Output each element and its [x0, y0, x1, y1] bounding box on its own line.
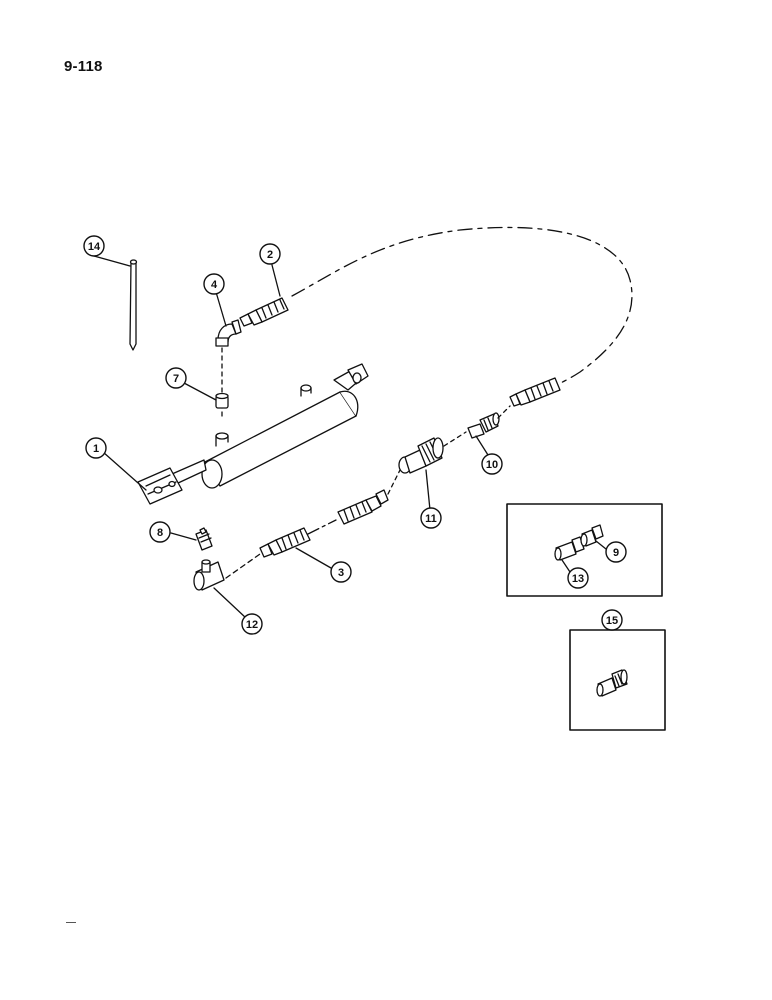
nut-fitting-shape [580, 524, 604, 547]
callout-11-label: 11 [425, 513, 437, 525]
callout-12: 12 [241, 613, 263, 635]
hose-long-line [291, 226, 633, 393]
tee-fitting-shape [193, 559, 225, 591]
adapter-shape [195, 527, 213, 551]
inset-box-adapter-alternate [569, 629, 666, 731]
callout-8-label: 8 [157, 527, 163, 539]
callout-11: 11 [420, 507, 442, 529]
cylinder-body [137, 363, 369, 505]
hose-long-end-fitting-upper [239, 297, 289, 327]
callout-15-label: 15 [606, 615, 618, 627]
callout-15: 15 [601, 609, 623, 631]
callout-7: 7 [165, 367, 187, 389]
callout-10-label: 10 [486, 459, 498, 471]
callout-1-label: 1 [93, 443, 99, 455]
restrictor-shape [215, 392, 229, 409]
callout-10: 10 [481, 453, 503, 475]
hose-short-shape [259, 489, 389, 558]
callout-14-label: 14 [88, 241, 101, 253]
pin-shape [129, 261, 137, 351]
page-number: 9-118 [64, 58, 103, 75]
callout-4: 4 [203, 273, 225, 295]
callout-13: 13 [567, 567, 589, 589]
callout-9-label: 9 [613, 547, 619, 559]
callout-7-label: 7 [173, 373, 179, 385]
callout-8: 8 [149, 521, 171, 543]
callout-4-label: 4 [211, 279, 218, 291]
adapter-alternate-shape [596, 669, 628, 697]
coupler-shape [398, 437, 444, 474]
adapter-fitting-shape [554, 536, 585, 561]
callout-9: 9 [605, 541, 627, 563]
inset-box-alt-fittings [506, 503, 663, 597]
hose-long-end-fitting-lower [509, 377, 561, 407]
callout-12-label: 12 [246, 619, 258, 631]
callout-14: 14 [83, 235, 105, 257]
callout-13-label: 13 [572, 573, 584, 585]
corner-mark [66, 922, 76, 923]
callout-2-label: 2 [267, 249, 273, 261]
callout-2: 2 [259, 243, 281, 265]
coupler-tip-shape [467, 412, 500, 439]
callout-3-label: 3 [338, 567, 344, 579]
callout-1: 1 [85, 437, 107, 459]
elbow-fitting-shape [215, 319, 242, 347]
callout-3: 3 [330, 561, 352, 583]
